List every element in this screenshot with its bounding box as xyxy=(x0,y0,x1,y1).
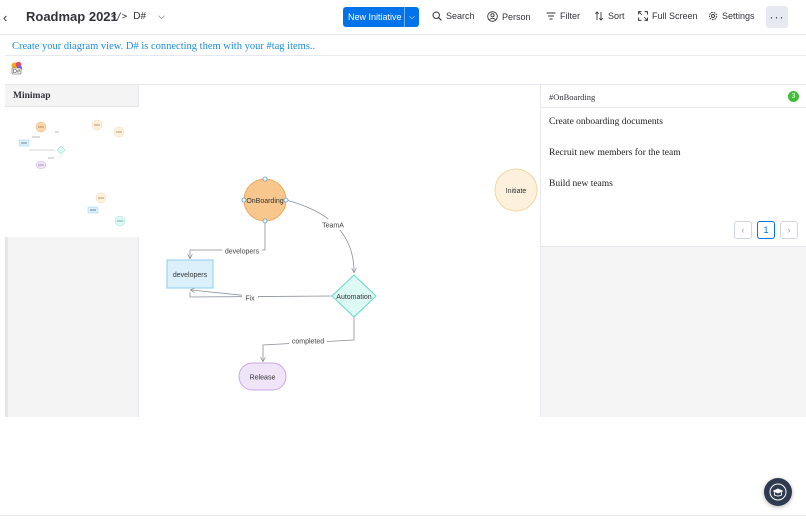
search-button[interactable]: Search xyxy=(432,11,475,21)
code-icon: </> xyxy=(111,11,128,22)
pagination-page-1[interactable]: 1 xyxy=(757,221,775,239)
diagram-canvas[interactable]: developers TeamA Fix completed OnBoardin… xyxy=(139,85,540,417)
tag-card: #OnBoarding 3 Create onboarding document… xyxy=(541,85,806,247)
d-sharp-logo-icon: D# xyxy=(11,61,23,75)
search-icon xyxy=(432,11,442,21)
edge-onboarding-automation[interactable] xyxy=(285,199,354,272)
person-button[interactable]: Person xyxy=(487,11,531,22)
settings-label: Settings xyxy=(722,11,755,21)
chevron-down-icon: ⌵ xyxy=(158,11,165,21)
minimap-scrollbar[interactable] xyxy=(5,237,8,417)
tag-count-badge: 3 xyxy=(788,91,799,102)
search-label: Search xyxy=(446,11,475,21)
edge-label-fix: Fix xyxy=(245,296,255,303)
tag-item[interactable]: Create onboarding documents xyxy=(549,117,663,127)
node-onboarding[interactable]: OnBoarding xyxy=(241,176,289,224)
diagram-info-text: Create your diagram view. D# is connecti… xyxy=(12,41,316,52)
filter-label: Filter xyxy=(560,11,580,21)
new-initiative-dropdown-icon[interactable]: ⌵ xyxy=(404,7,419,27)
node-automation-label: Automation xyxy=(336,294,372,301)
tag-title: #OnBoarding xyxy=(549,92,596,102)
minimap-preview xyxy=(18,119,126,227)
code-selector-value: D# xyxy=(133,11,147,22)
pagination-prev-button[interactable]: ‹ xyxy=(734,221,752,239)
node-initiate-label: Initiate xyxy=(506,188,527,195)
tag-item[interactable]: Recruit new members for the team xyxy=(549,148,681,158)
node-initiate[interactable]: Initiate xyxy=(494,168,538,212)
code-selector[interactable]: </> D# ⌵ xyxy=(111,11,165,22)
board-title[interactable]: Roadmap 2021 xyxy=(26,9,118,24)
full-screen-button[interactable]: Full Screen xyxy=(638,11,698,21)
tag-item[interactable]: Build new teams xyxy=(549,179,613,189)
sort-label: Sort xyxy=(608,11,625,21)
minimap-title: Minimap xyxy=(5,85,138,107)
settings-button[interactable]: Settings xyxy=(708,11,755,21)
node-developers[interactable]: developers xyxy=(166,259,214,289)
person-icon xyxy=(487,11,498,22)
new-initiative-label: New Initiative xyxy=(348,12,402,22)
graduation-cap-icon xyxy=(769,483,787,501)
pagination-next-button[interactable]: › xyxy=(780,221,798,239)
minimap-canvas[interactable] xyxy=(5,107,139,237)
gear-icon xyxy=(708,11,718,21)
node-developers-label: developers xyxy=(173,272,208,279)
filter-icon xyxy=(546,12,556,20)
node-release-label: Release xyxy=(250,375,276,382)
node-onboarding-label: OnBoarding xyxy=(246,198,283,205)
tag-panel: #OnBoarding 3 Create onboarding document… xyxy=(540,85,806,417)
full-screen-icon xyxy=(638,11,648,21)
node-automation[interactable]: Automation xyxy=(331,274,377,318)
back-chevron-icon[interactable]: ‹ xyxy=(3,10,8,25)
divider xyxy=(5,55,806,56)
diagram-view: Minimap xyxy=(5,84,806,417)
more-options-button[interactable]: ··· xyxy=(766,6,788,28)
help-center-button[interactable] xyxy=(764,478,792,506)
divider xyxy=(0,515,806,516)
edge-label-developers: developers xyxy=(225,249,260,256)
tag-card-header: #OnBoarding 3 xyxy=(541,85,806,108)
top-bar: ‹ Roadmap 2021 </> D# ⌵ New Initiative ⌵… xyxy=(0,0,806,35)
sort-icon xyxy=(594,11,604,21)
node-release[interactable]: Release xyxy=(238,362,287,391)
sort-button[interactable]: Sort xyxy=(594,11,625,21)
edge-label-teama: TeamA xyxy=(322,223,344,230)
person-label: Person xyxy=(502,11,531,22)
full-screen-label: Full Screen xyxy=(652,11,698,21)
edge-automation-developers[interactable] xyxy=(189,292,333,298)
edge-label-completed: completed xyxy=(292,339,324,346)
minimap-panel: Minimap xyxy=(5,85,139,417)
filter-button[interactable]: Filter xyxy=(546,11,580,21)
new-initiative-button[interactable]: New Initiative ⌵ xyxy=(343,7,419,27)
svg-text:D#: D# xyxy=(13,69,21,75)
